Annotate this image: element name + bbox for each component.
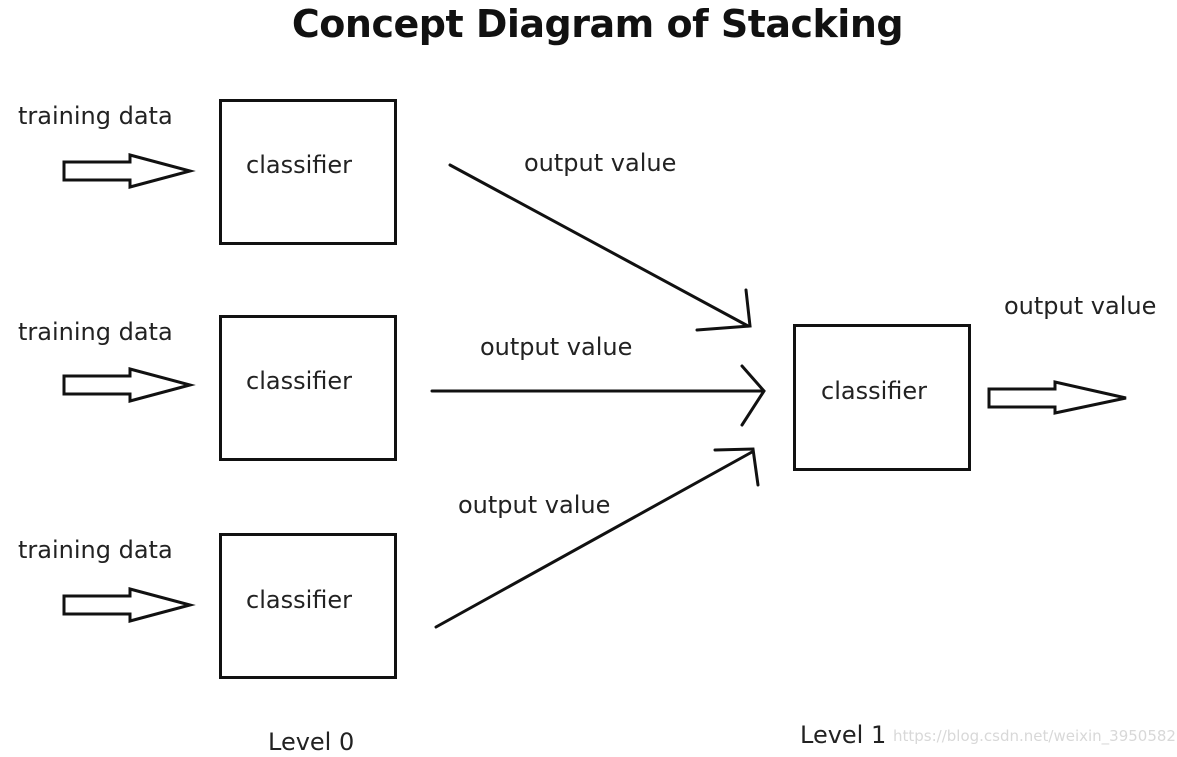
training-data-label-3: training data bbox=[18, 536, 173, 564]
input-arrow-3 bbox=[62, 587, 196, 623]
output-value-label-2: output value bbox=[480, 333, 633, 361]
level0-classifier-box-3 bbox=[219, 533, 397, 679]
level1-classifier-label: classifier bbox=[821, 377, 927, 405]
level0-classifier-box-1 bbox=[219, 99, 397, 245]
output-value-label-1: output value bbox=[524, 149, 677, 177]
training-data-label-2: training data bbox=[18, 318, 173, 346]
training-data-label-1: training data bbox=[18, 102, 173, 130]
level0-classifier-label-1: classifier bbox=[246, 151, 352, 179]
level0-classifier-label-2: classifier bbox=[246, 367, 352, 395]
output-arrow-3 bbox=[434, 447, 760, 629]
final-output-label: output value bbox=[1004, 292, 1157, 320]
output-value-label-3: output value bbox=[458, 491, 611, 519]
level1-caption: Level 1 bbox=[800, 721, 887, 749]
level0-classifier-label-3: classifier bbox=[246, 586, 352, 614]
level0-caption: Level 0 bbox=[268, 728, 355, 756]
input-arrow-2 bbox=[62, 367, 196, 403]
input-arrow-1 bbox=[62, 153, 196, 189]
level0-classifier-box-2 bbox=[219, 315, 397, 461]
diagram-title: Concept Diagram of Stacking bbox=[291, 2, 904, 46]
output-arrow-2 bbox=[430, 364, 766, 427]
watermark-text: https://blog.csdn.net/weixin_39505820 bbox=[893, 727, 1177, 745]
output-arrow-1 bbox=[448, 163, 752, 332]
level1-classifier-box bbox=[793, 324, 971, 471]
final-output-arrow bbox=[987, 380, 1127, 415]
